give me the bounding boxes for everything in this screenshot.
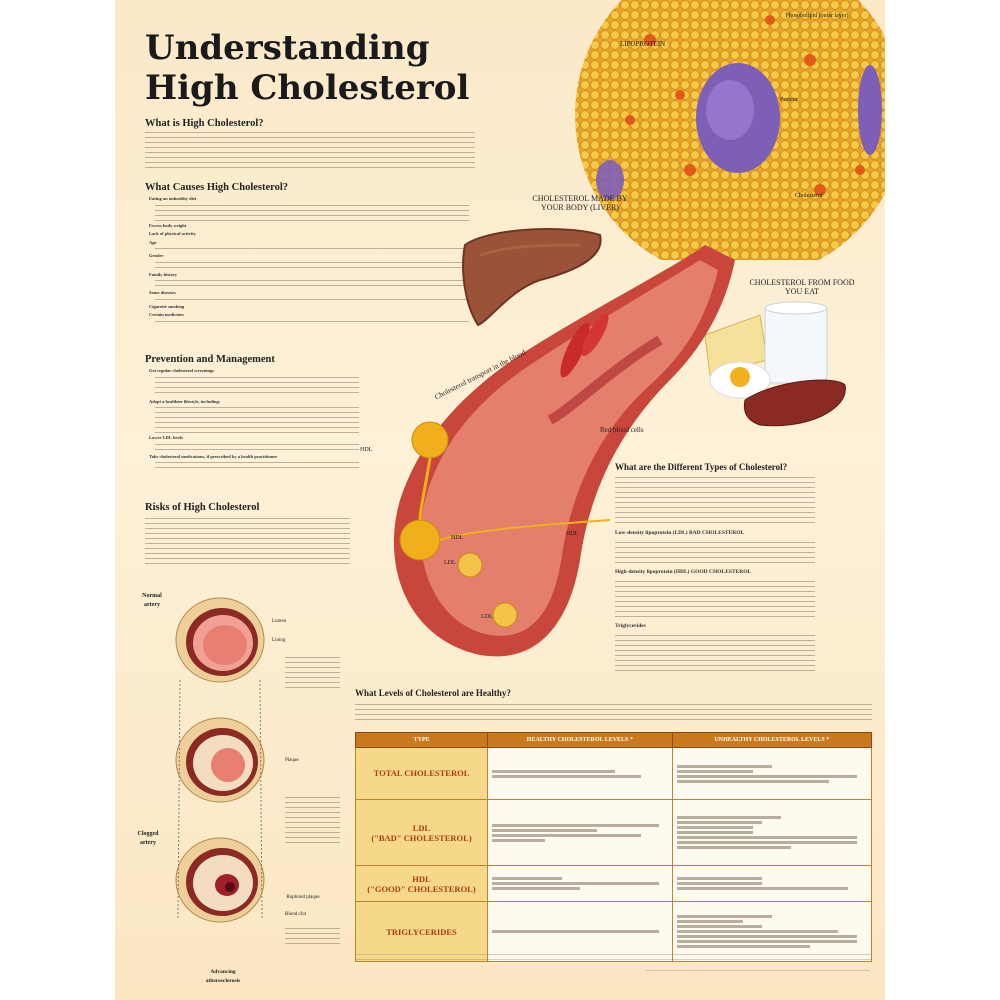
publisher-credit xyxy=(645,968,870,973)
protein-label: Protein xyxy=(780,97,798,103)
cause-item: Eating an unhealthy diet xyxy=(149,196,197,201)
cause-item: Gender xyxy=(149,253,164,258)
lining-label: Lining xyxy=(272,638,286,643)
partial-artery xyxy=(175,717,265,803)
blood-vessel-illustration xyxy=(393,245,735,657)
what-is-body xyxy=(145,130,475,172)
levels-body xyxy=(355,702,872,724)
types-heading: What are the Different Types of Choleste… xyxy=(615,462,788,472)
liver-illustration xyxy=(462,228,602,327)
liver-label: CHOLESTEROL MADE BY YOUR BODY (LIVER) xyxy=(532,194,628,212)
clogged-artery xyxy=(175,837,265,923)
type-ldl: LDL("BAD" CHOLESTEROL) xyxy=(355,799,488,866)
ruptured-plaque-label: Ruptured plaque xyxy=(286,895,320,900)
risks-heading: Risks of High Cholesterol xyxy=(145,502,260,513)
ldl-label: LDL xyxy=(481,614,493,620)
cause-item: Excess body weight xyxy=(149,222,187,228)
hdl-body xyxy=(615,579,815,617)
lipoprotein-illustration xyxy=(575,0,885,260)
cause-item: Certain medicines xyxy=(149,312,184,317)
hdl-subheading: High-density lipoprotein (HDL) GOOD CHOL… xyxy=(615,569,752,575)
table-footnote xyxy=(355,952,872,960)
triglycerides-body xyxy=(615,633,815,675)
food-illustration xyxy=(704,301,846,427)
artery-cross-sections xyxy=(175,597,265,923)
what-is-heading: What is High Cholesterol? xyxy=(145,118,264,129)
phospholipid-label: Phospholipid (outer layer) xyxy=(785,13,849,19)
hdl-label: HDL xyxy=(360,447,373,453)
type-hdl: HDL("GOOD" CHOLESTEROL) xyxy=(355,865,488,902)
normal-artery-label: Normal artery xyxy=(142,593,162,608)
clot-note xyxy=(285,926,340,948)
table-header: HEALTHY CHOLESTEROL LEVELS * xyxy=(487,732,673,748)
types-body xyxy=(615,475,815,523)
type-triglycerides: TRIGLYCERIDES xyxy=(355,901,488,962)
blood-clot-label: Blood clot xyxy=(285,912,306,917)
cause-item: Some diseases xyxy=(149,290,176,295)
plaque-note xyxy=(285,795,340,845)
levels-heading: What Levels of Cholesterol are Healthy? xyxy=(355,688,511,698)
cholesterol-levels-table: TYPE HEALTHY CHOLESTEROL LEVELS * UNHEAL… xyxy=(355,732,873,962)
type-total: TOTAL CHOLESTEROL xyxy=(355,747,488,800)
prevention-heading: Prevention and Management xyxy=(145,354,275,365)
lumen-label: Lumen xyxy=(272,619,287,624)
prevention-item: Take cholesterol medications, if prescri… xyxy=(149,453,278,459)
plaque-label: Plaque xyxy=(285,758,299,763)
risks-body xyxy=(145,516,350,568)
prevention-item: Adopt a healthier lifestyle, including: xyxy=(149,398,221,404)
ldl-subheading: Low-density lipoprotein (LDL) BAD CHOLES… xyxy=(615,530,745,536)
hdl-label: HDL xyxy=(451,535,464,541)
prevention-item: Get regular cholesterol screenings xyxy=(149,368,215,373)
table-row: HDL("GOOD" CHOLESTEROL) xyxy=(355,865,873,902)
lipoprotein-label: LIPOPROTEIN xyxy=(620,40,666,48)
causes-list: Eating an unhealthy diet Excess body wei… xyxy=(149,196,469,326)
triglycerides-subheading: Triglycerides xyxy=(615,623,646,629)
table-header: UNHEALTHY CHOLESTEROL LEVELS * xyxy=(671,732,873,748)
cholesterol-label: Cholesterol xyxy=(795,193,823,199)
cause-item: Cigarette smoking xyxy=(149,303,185,309)
cause-item: Age xyxy=(149,239,157,245)
ldl-label: LDL xyxy=(444,560,456,566)
table-header: TYPE xyxy=(355,732,488,748)
normal-artery xyxy=(175,597,265,683)
normal-artery-note xyxy=(285,655,340,690)
table-row: TRIGLYCERIDES xyxy=(355,901,873,962)
table-row: LDL("BAD" CHOLESTEROL) xyxy=(355,799,873,866)
food-label: CHOLESTEROL FROM FOOD YOU EAT xyxy=(749,278,855,296)
ldl-body xyxy=(615,540,815,564)
advancing-label: Advancing atherosclerosis xyxy=(205,969,241,984)
table-row: TOTAL CHOLESTEROL xyxy=(355,747,873,800)
rbc-label: Red blood cells xyxy=(600,426,644,434)
hdl-label: HDL xyxy=(566,531,579,537)
causes-heading: What Causes High Cholesterol? xyxy=(145,182,289,193)
prevention-list: Get regular cholesterol screenings Adopt… xyxy=(149,368,359,474)
prevention-item: Lower LDL levels xyxy=(149,435,184,440)
cause-item: Lack of physical activity xyxy=(149,231,196,236)
clogged-artery-label: Clogged artery xyxy=(137,831,159,846)
cause-item: Family history xyxy=(149,271,178,277)
